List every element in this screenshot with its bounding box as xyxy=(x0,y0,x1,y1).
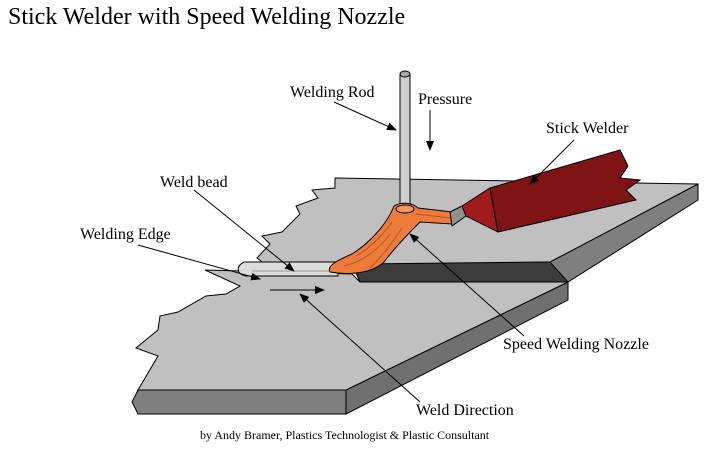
welding-rod-arrow xyxy=(333,101,397,131)
label-welding-edge: Welding Edge xyxy=(80,226,171,243)
label-pressure: Pressure xyxy=(418,91,473,108)
welding-edge-arrow xyxy=(137,244,261,281)
front-plate-side xyxy=(131,389,347,415)
credit-line: by Andy Bramer, Plastics Technologist & … xyxy=(200,428,490,442)
weld-direction-arrow xyxy=(299,293,421,403)
label-weld-bead: Weld bead xyxy=(160,174,228,191)
weld-bead-arrow xyxy=(193,189,295,272)
label-weld-direction: Weld Direction xyxy=(416,402,514,419)
label-stick-welder: Stick Welder xyxy=(546,120,629,137)
diagram-title: Stick Welder with Speed Welding Nozzle xyxy=(8,4,406,30)
welding-rod-body xyxy=(399,73,411,215)
stick-welder xyxy=(449,149,642,233)
stick-welder-arrow xyxy=(529,139,575,185)
label-welding-rod: Welding Rod xyxy=(290,84,375,101)
weld-bead xyxy=(237,261,339,277)
speed-welding-nozzle-arrow xyxy=(409,233,525,337)
nozzle-inlet xyxy=(395,204,415,214)
nozzle-body xyxy=(328,202,453,275)
welding-rod xyxy=(399,70,411,215)
speed-welding-nozzle xyxy=(328,202,453,275)
stick-welder-body xyxy=(489,149,642,233)
front-plate xyxy=(131,269,569,415)
pointer-arrows xyxy=(137,101,575,403)
label-speed-welding-nozzle: Speed Welding Nozzle xyxy=(503,336,649,353)
front-plate-top xyxy=(135,269,569,391)
welding-rod-tip xyxy=(399,70,411,78)
